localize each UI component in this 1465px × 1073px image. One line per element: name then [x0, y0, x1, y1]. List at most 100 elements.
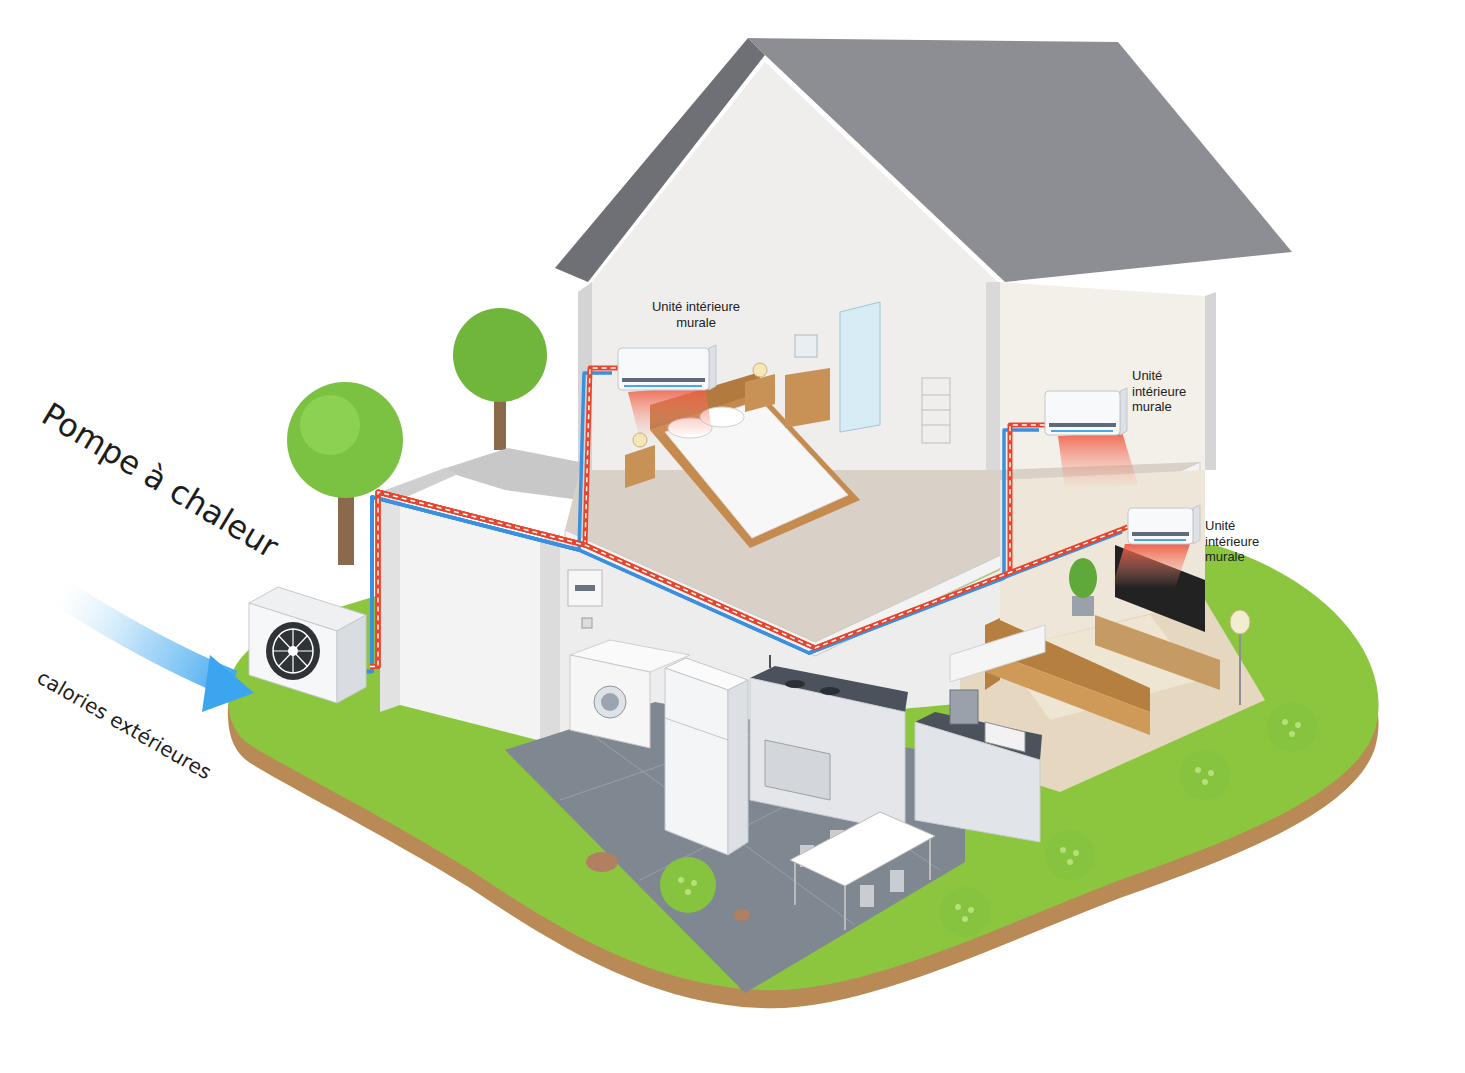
indoor-unit: Unité intérieure murale — [618, 345, 716, 393]
exterior-wall — [380, 492, 400, 712]
nightstand — [745, 374, 775, 412]
fan — [266, 622, 320, 680]
towel-bar — [922, 410, 950, 411]
shrub-dot — [1289, 731, 1295, 737]
chair — [860, 885, 874, 907]
pipe-dash — [370, 368, 618, 667]
fridge — [665, 668, 728, 855]
refrigerant-pipe — [364, 425, 1045, 672]
indoor-unit: Unité intérieure murale — [1045, 388, 1127, 438]
partition-wall — [986, 282, 1000, 472]
towel-rack — [922, 378, 950, 443]
shrub-dot — [1208, 770, 1214, 776]
shrub-dot — [685, 889, 691, 895]
unit-label: Unité intérieure murale — [640, 299, 752, 330]
table-leg — [794, 862, 796, 905]
fan-spoke — [279, 636, 307, 666]
shrub-dot — [955, 904, 961, 910]
hot-pipe — [370, 425, 1045, 667]
towel-bar — [922, 425, 950, 426]
oven — [765, 740, 830, 800]
faucet — [769, 655, 771, 668]
shrub — [940, 887, 990, 937]
shrub-dot — [1060, 847, 1066, 853]
fridge-side — [728, 680, 748, 855]
indoor-unit: Unité intérieure murale — [1128, 505, 1200, 547]
lamp-pole — [1239, 625, 1241, 705]
wall-shape — [1128, 505, 1200, 547]
panel-switches — [575, 585, 595, 591]
unit-side — [1120, 388, 1127, 435]
shrub-dot — [678, 877, 684, 883]
shrub-dot — [1195, 767, 1201, 773]
unit-side — [1193, 505, 1200, 544]
unit-light — [1051, 430, 1113, 432]
warm-air — [628, 386, 712, 440]
cold-pipe — [364, 430, 1039, 672]
coffee-machine — [950, 690, 978, 724]
flow-label: calories extérieures — [33, 665, 216, 784]
washer — [570, 655, 650, 748]
shrub-dot — [962, 916, 968, 922]
air-arrowhead — [202, 655, 254, 712]
sink-cabinet — [785, 368, 830, 428]
electric-panel — [568, 570, 602, 606]
table-leg — [844, 886, 846, 930]
unit-vent — [1132, 532, 1189, 536]
shower — [840, 302, 880, 432]
shrub — [1267, 702, 1317, 752]
unit-label: Unité intérieure murale — [1205, 518, 1275, 565]
towel-bar — [922, 395, 950, 396]
rock — [734, 909, 750, 921]
unit-body — [1128, 508, 1193, 544]
unit-light — [624, 385, 702, 387]
table-top — [790, 812, 935, 886]
unit-body — [618, 348, 709, 390]
gable-wall — [592, 62, 998, 282]
fridge-split — [665, 718, 728, 740]
unit-light — [1134, 539, 1186, 541]
rock — [586, 852, 618, 872]
plant-pot — [1072, 596, 1094, 616]
outdoor-shape — [245, 585, 370, 705]
exterior-wall — [1205, 292, 1216, 470]
fan-grille — [273, 629, 313, 673]
tree-crown — [453, 308, 547, 402]
air-flow — [60, 592, 232, 684]
burner — [820, 687, 840, 695]
washer-glass — [601, 693, 619, 711]
pipe-dash — [370, 425, 1045, 667]
unit-body — [1045, 391, 1120, 435]
mirror — [795, 335, 817, 357]
washer-door — [594, 686, 626, 718]
unit-label: Unité intérieure murale — [1132, 368, 1202, 415]
unit-side — [337, 615, 366, 703]
shrub-dot — [1067, 859, 1073, 865]
wall-shape — [1045, 388, 1127, 438]
refrigerant-pipe — [364, 492, 1128, 672]
fan-spoke — [279, 636, 307, 666]
shrub — [660, 857, 716, 913]
plant-leaves — [1069, 558, 1097, 598]
hot-pipe — [370, 492, 1128, 667]
shrub-dot — [1073, 850, 1079, 856]
nightstand — [625, 445, 655, 488]
unit-title: Pompe à chaleur — [35, 395, 285, 566]
shrub-dot — [691, 880, 697, 886]
island-cabinet — [915, 722, 1040, 842]
shrub-dot — [1295, 722, 1301, 728]
hot-pipe — [370, 368, 618, 667]
chair — [890, 870, 904, 892]
tree-crown — [287, 382, 403, 498]
table-leg — [929, 838, 931, 880]
microwave — [985, 722, 1025, 752]
warm-air — [1058, 432, 1138, 490]
kitchen-cabinet — [750, 678, 905, 832]
shrub-dot — [968, 907, 974, 913]
shrub — [1180, 750, 1230, 800]
tree-highlight — [300, 395, 360, 455]
unit-vent — [1049, 423, 1116, 427]
cold-pipe — [364, 497, 1122, 672]
unit-side — [709, 345, 716, 390]
